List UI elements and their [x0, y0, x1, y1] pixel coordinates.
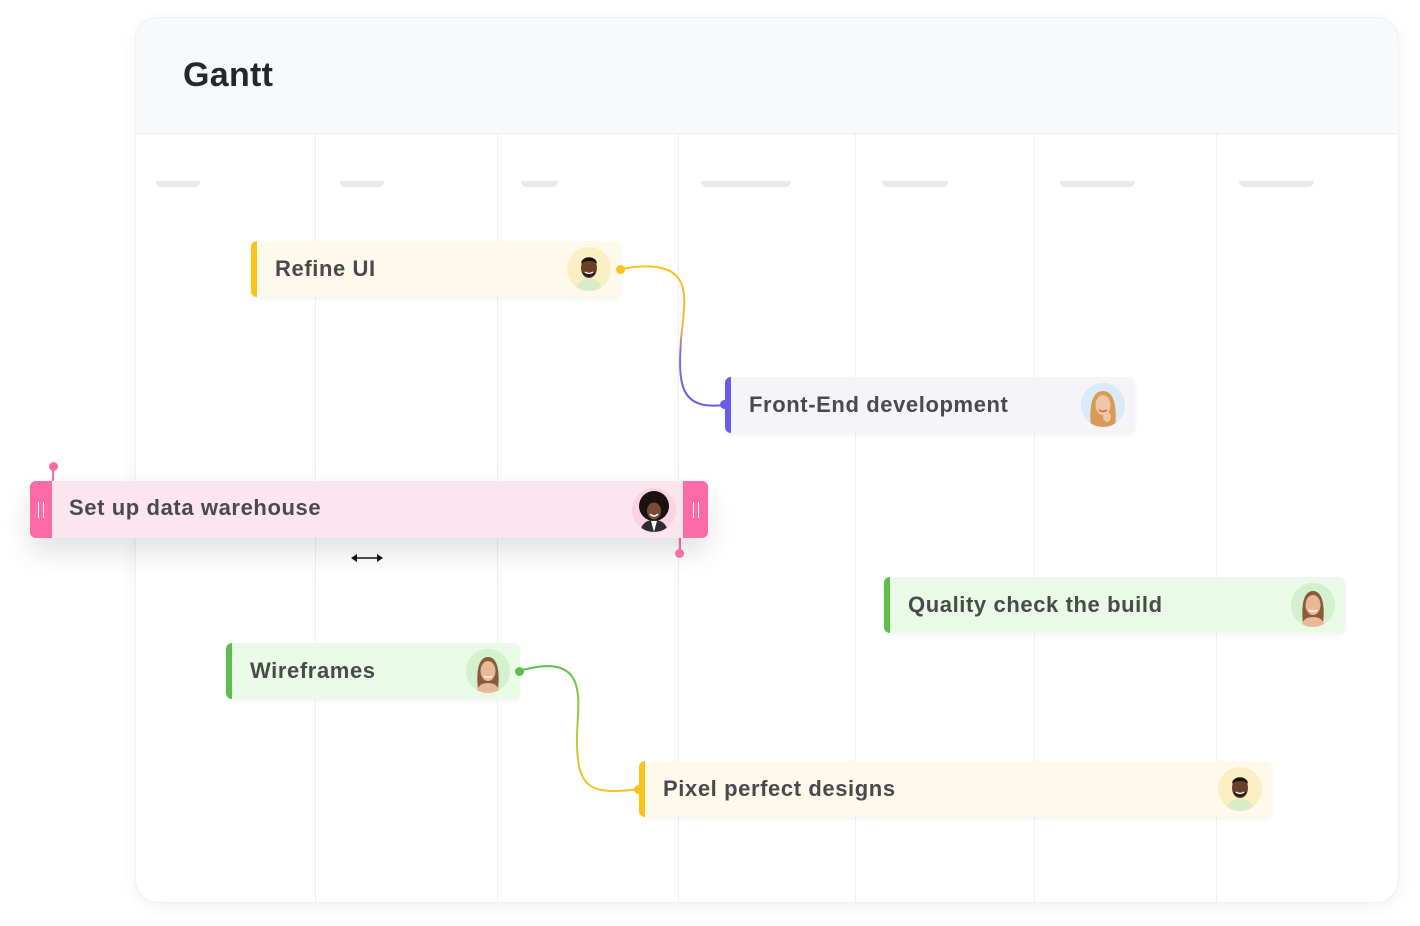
assignee-avatar[interactable]: [466, 649, 510, 693]
person-icon: [1081, 383, 1125, 427]
page-title: Gantt: [183, 56, 274, 94]
task-bar-set-up-data-warehouse[interactable]: Set up data warehouse: [30, 481, 708, 538]
dependency-handle[interactable]: [616, 265, 625, 274]
resize-horizontal-icon: [351, 554, 383, 562]
gantt-panel: Gantt: [136, 18, 1398, 902]
panel-header: Gantt: [136, 18, 1398, 134]
column-header[interactable]: [1239, 181, 1314, 187]
task-accent: [226, 643, 232, 699]
assignee-avatar[interactable]: [632, 488, 676, 532]
task-label: Refine UI: [275, 256, 376, 281]
resize-handle-left[interactable]: [30, 481, 52, 538]
grip-vertical-icon: [38, 501, 44, 518]
column-header[interactable]: [521, 181, 558, 187]
resize-handle-right[interactable]: [683, 481, 708, 538]
person-icon: [567, 247, 611, 291]
task-label: Set up data warehouse: [69, 495, 322, 520]
person-icon: [1291, 583, 1335, 627]
column-header[interactable]: [156, 181, 200, 187]
assignee-avatar[interactable]: [567, 247, 611, 291]
dependency-handle[interactable]: [49, 462, 58, 471]
task-bar-front-end-development[interactable]: Front-End development: [725, 377, 1135, 433]
dependency-handle[interactable]: [675, 549, 684, 558]
task-label: Quality check the build: [908, 592, 1163, 617]
assignee-avatar[interactable]: [1081, 383, 1125, 427]
task-label: Front-End development: [749, 392, 1009, 417]
dependency-handle[interactable]: [720, 400, 729, 409]
grip-vertical-icon: [692, 501, 699, 518]
column-divider: [1034, 134, 1035, 902]
task-label: Pixel perfect designs: [663, 776, 896, 801]
dependency-handle[interactable]: [515, 667, 524, 676]
task-label: Wireframes: [250, 658, 376, 683]
person-icon: [1218, 767, 1262, 811]
dependency-handle[interactable]: [634, 785, 643, 794]
column-header[interactable]: [1060, 181, 1135, 187]
column-header[interactable]: [340, 181, 384, 187]
person-icon: [466, 649, 510, 693]
task-accent: [884, 577, 890, 633]
task-bar-pixel-perfect-designs[interactable]: Pixel perfect designs: [639, 761, 1272, 817]
column-divider: [1216, 134, 1217, 902]
task-bar-refine-ui[interactable]: Refine UI: [251, 241, 621, 297]
assignee-avatar[interactable]: [1218, 767, 1262, 811]
assignee-avatar[interactable]: [1291, 583, 1335, 627]
column-divider: [855, 134, 856, 902]
person-icon: [632, 488, 676, 532]
task-accent: [251, 241, 257, 297]
task-bar-wireframes[interactable]: Wireframes: [226, 643, 520, 699]
column-header[interactable]: [701, 181, 791, 187]
task-bar-quality-check-the-build[interactable]: Quality check the build: [884, 577, 1345, 633]
column-header[interactable]: [882, 181, 948, 187]
